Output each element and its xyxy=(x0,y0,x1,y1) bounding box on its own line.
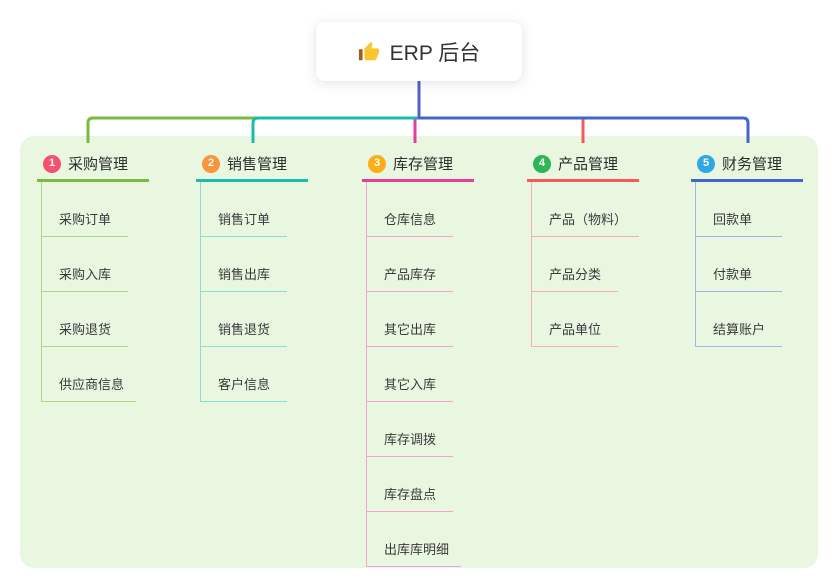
branch-number-badge: 3 xyxy=(368,154,386,173)
branch-item[interactable]: 客户信息 xyxy=(201,347,287,402)
branch-item[interactable]: 付款单 xyxy=(696,237,782,292)
branch-item[interactable]: 采购退货 xyxy=(42,292,128,347)
root-node[interactable]: ERP 后台 xyxy=(316,22,522,81)
branch-items: 回款单付款单结算账户 xyxy=(695,182,839,347)
branch-items: 仓库信息产品库存其它出库其它入库库存调拨库存盘点出库库明细 xyxy=(366,182,512,567)
branch-item[interactable]: 产品分类 xyxy=(532,237,618,292)
branch-items: 销售订单销售出库销售退货客户信息 xyxy=(200,182,346,402)
branch-item[interactable]: 仓库信息 xyxy=(367,182,453,237)
branch-item[interactable]: 采购订单 xyxy=(42,182,128,237)
branch-number-badge: 5 xyxy=(697,154,715,173)
branch-number-badge: 4 xyxy=(533,154,551,173)
branch-item[interactable]: 其它出库 xyxy=(367,292,453,347)
branch-label: 库存管理 xyxy=(393,156,454,173)
branch-number-badge: 1 xyxy=(43,154,61,173)
branch-header[interactable]: 5 财务管理 xyxy=(691,152,803,182)
branch-header[interactable]: 4 产品管理 xyxy=(527,152,639,182)
branch-header[interactable]: 2 销售管理 xyxy=(196,152,308,182)
branch-label: 销售管理 xyxy=(227,156,288,173)
branch-label: 财务管理 xyxy=(722,156,783,173)
branch-label: 采购管理 xyxy=(68,156,129,173)
branch-item[interactable]: 产品库存 xyxy=(367,237,453,292)
branch-item[interactable]: 出库库明细 xyxy=(367,512,462,567)
branches-panel xyxy=(20,136,818,568)
branch-产品管理: 4 产品管理 产品（物料）产品分类产品单位 xyxy=(527,152,677,347)
branch-item[interactable]: 结算账户 xyxy=(696,292,782,347)
branch-item[interactable]: 回款单 xyxy=(696,182,782,237)
branch-item[interactable]: 库存盘点 xyxy=(367,457,453,512)
branch-item[interactable]: 供应商信息 xyxy=(42,347,137,402)
branch-item[interactable]: 销售订单 xyxy=(201,182,287,237)
branch-库存管理: 3 库存管理 仓库信息产品库存其它出库其它入库库存调拨库存盘点出库库明细 xyxy=(362,152,512,567)
branch-item[interactable]: 产品（物料） xyxy=(532,182,640,237)
branch-销售管理: 2 销售管理 销售订单销售出库销售退货客户信息 xyxy=(196,152,346,402)
branch-采购管理: 1 采购管理 采购订单采购入库采购退货供应商信息 xyxy=(37,152,187,402)
branch-item[interactable]: 产品单位 xyxy=(532,292,618,347)
thumbs-up-icon xyxy=(358,41,379,60)
branch-item[interactable]: 其它入库 xyxy=(367,347,453,402)
branch-item[interactable]: 采购入库 xyxy=(42,237,128,292)
branch-items: 产品（物料）产品分类产品单位 xyxy=(531,182,677,347)
branch-number-badge: 2 xyxy=(202,154,220,173)
branch-item[interactable]: 销售退货 xyxy=(201,292,287,347)
branch-header[interactable]: 1 采购管理 xyxy=(37,152,149,182)
branch-items: 采购订单采购入库采购退货供应商信息 xyxy=(41,182,187,402)
branch-财务管理: 5 财务管理 回款单付款单结算账户 xyxy=(691,152,839,347)
branch-item[interactable]: 库存调拨 xyxy=(367,402,453,457)
branch-label: 产品管理 xyxy=(558,156,619,173)
branch-item[interactable]: 销售出库 xyxy=(201,237,287,292)
root-title: ERP 后台 xyxy=(389,41,481,65)
branch-header[interactable]: 3 库存管理 xyxy=(362,152,474,182)
